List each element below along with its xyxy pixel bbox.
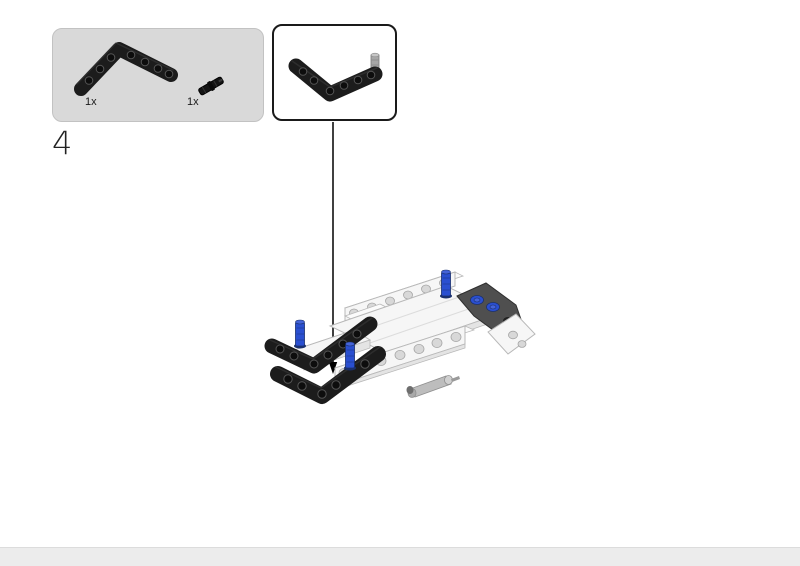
parts-callout-graphics [74, 42, 224, 96]
parts-callout-box: 1x 1x [52, 28, 264, 122]
angular-beam-with-gray-pin-icon [288, 52, 383, 102]
axle-stub [451, 376, 460, 382]
angular-beam-3x5-black-icon [74, 42, 178, 96]
chassis-assembly-illustration [264, 269, 536, 404]
beam-holes [275, 329, 362, 369]
part-quantity-pin: 1x [187, 96, 199, 108]
beam-holes [84, 50, 174, 85]
friction-pin-black-icon [198, 76, 224, 96]
blue-pin-upright [344, 341, 356, 371]
beam-holes [283, 359, 370, 399]
blue-pin-upright [294, 319, 306, 349]
front-black-angular-beam [270, 346, 386, 404]
angular-beam-icon [288, 58, 383, 102]
down-arrow-icon [328, 122, 338, 374]
beam-holes [298, 67, 376, 96]
gray-axle-connector [406, 375, 460, 398]
rear-black-angular-beam [264, 316, 378, 374]
footer-bar [0, 547, 800, 566]
part-quantity-beam: 1x [85, 96, 97, 108]
step-number: 4 [52, 124, 73, 162]
blue-pin-upright [440, 269, 452, 299]
inserted-blue-pin-head [486, 302, 500, 312]
white-angular-beam-right [487, 313, 536, 355]
inserted-blue-pin-head [470, 295, 484, 305]
subassembly-preview-box [272, 24, 397, 121]
